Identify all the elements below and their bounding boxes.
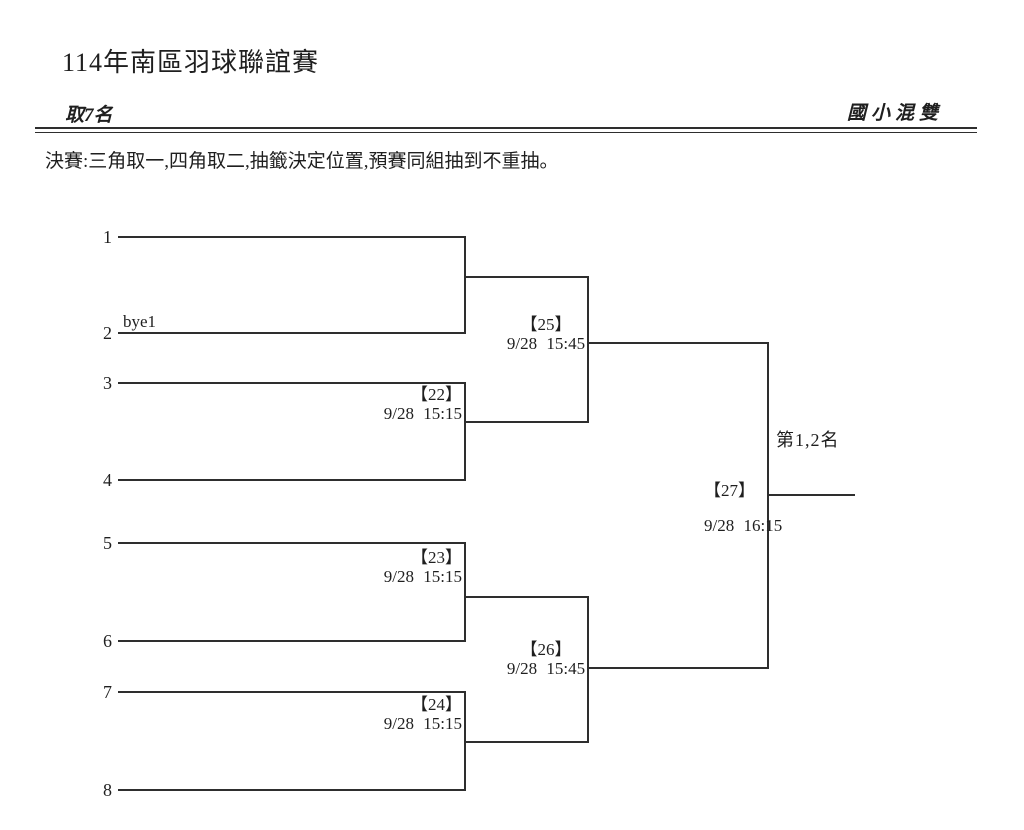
seed-number-1: 1 [103, 227, 112, 247]
seed-number-7: 7 [103, 682, 112, 702]
seed-1-line [118, 236, 466, 238]
draw-note: 決賽:三角取一,四角取二,抽籤決定位置,預賽同組抽到不重抽。 [45, 151, 559, 172]
match-23-winner-line [465, 596, 589, 598]
page-title: 114年南區羽球聯誼賽 [62, 48, 320, 77]
seed-8-line [118, 789, 466, 791]
match-25-time: 9/28 15:45 [506, 334, 586, 353]
seed-number-5: 5 [103, 533, 112, 553]
seed-number-8: 8 [103, 780, 112, 800]
header-rule [35, 127, 977, 133]
match-27-final: 【27】 9/28 16:15 [704, 481, 782, 535]
pair-5-6-connector [464, 542, 466, 642]
seed-5-line [118, 542, 466, 544]
match-24: 【24】 9/28 15:15 [384, 695, 462, 733]
seed-number-2: 2 [103, 323, 112, 343]
seed-number-3: 3 [103, 373, 112, 393]
match-22-time: 9/28 15:15 [383, 404, 462, 423]
match-26-id: 【26】 [520, 640, 572, 659]
final-placement-label: 第1,2名 [776, 430, 840, 450]
match-26-winner-line [588, 667, 769, 669]
match-27-time: 9/28 16:15 [704, 516, 783, 535]
seed-6-line [118, 640, 466, 642]
match-26-time: 9/28 15:45 [506, 659, 586, 678]
match-23: 【23】 9/28 15:15 [384, 548, 462, 586]
match-26: 【26】 9/28 15:45 [456, 640, 636, 678]
seed-number-6: 6 [103, 631, 112, 651]
match-25-id: 【25】 [520, 315, 572, 334]
pair-3-4-connector [464, 382, 466, 481]
match-25-connector [587, 276, 589, 423]
match-24-id: 【24】 [411, 695, 462, 714]
seed-number-4: 4 [103, 470, 112, 490]
seed-3-line [118, 382, 466, 384]
match-23-time: 9/28 15:15 [383, 567, 462, 586]
pair-1-2-connector [464, 236, 466, 334]
match-25-winner-line [588, 342, 769, 344]
match-22-winner-line [465, 421, 589, 423]
category-label: 國小混雙 [846, 103, 943, 124]
match-24-winner-line [465, 741, 589, 743]
match-23-id: 【23】 [411, 548, 462, 567]
match-26-connector [587, 596, 589, 743]
seed-2-entry: bye1 [123, 312, 157, 331]
match-22-id: 【22】 [411, 385, 462, 404]
seed-2-line [118, 332, 466, 334]
champion-line [768, 494, 855, 496]
match-25: 【25】 9/28 15:45 [456, 315, 636, 353]
match-22: 【22】 9/28 15:15 [384, 385, 462, 423]
winner-1-2-line [465, 276, 589, 278]
seed-7-line [118, 691, 466, 693]
match-24-time: 9/28 15:15 [383, 714, 462, 733]
seed-4-line [118, 479, 466, 481]
match-27-id: 【27】 [704, 481, 755, 500]
qualifier-label: 取7名 [65, 105, 113, 126]
match-27-connector [767, 342, 769, 669]
